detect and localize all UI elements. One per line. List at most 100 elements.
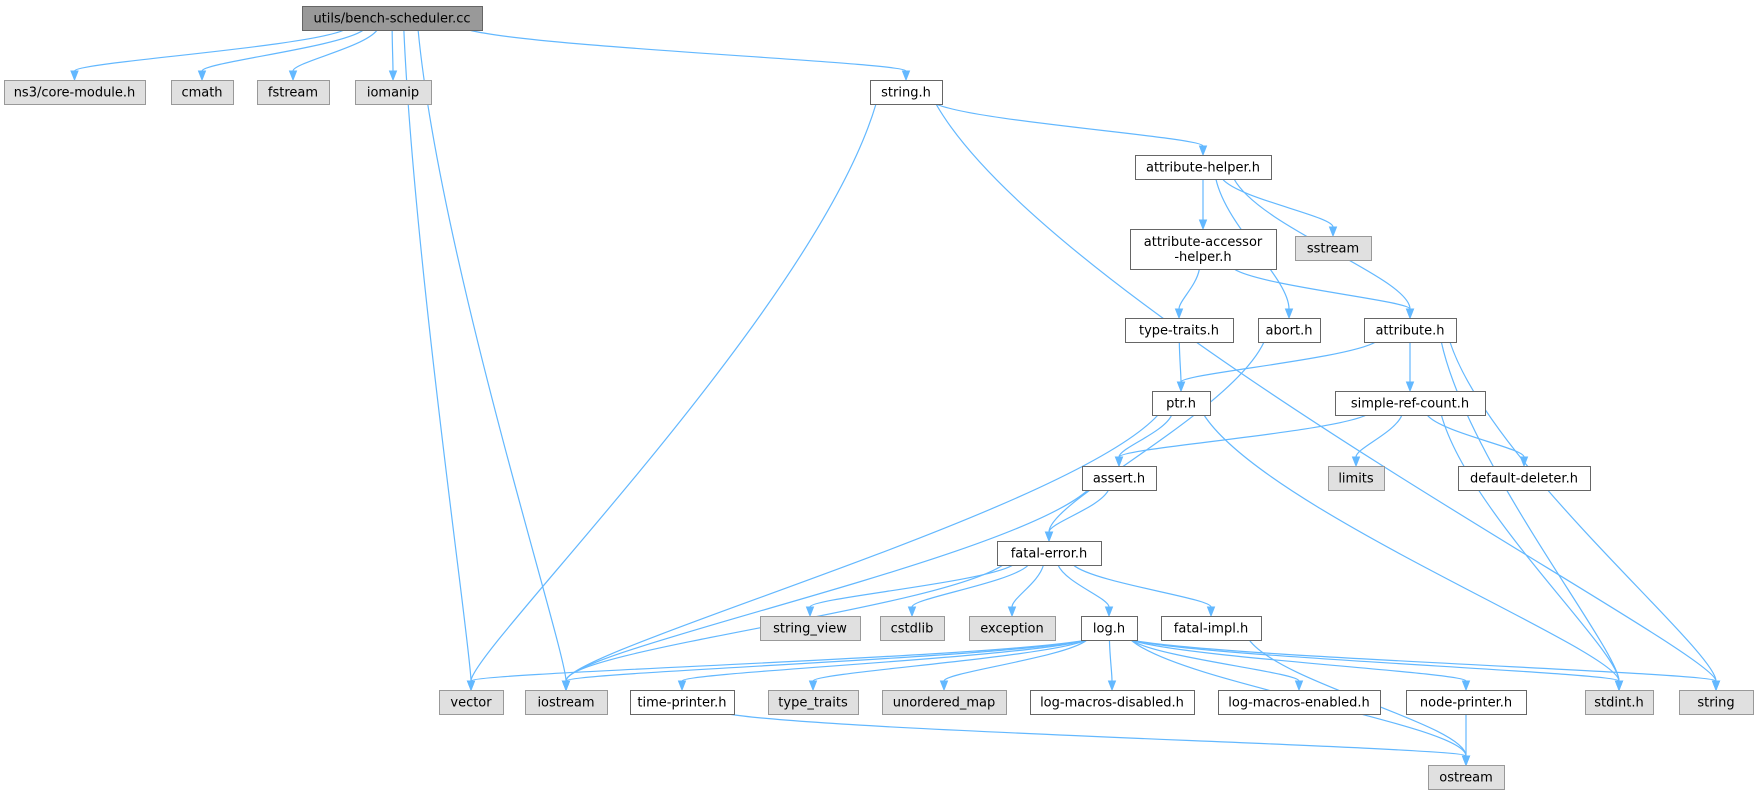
edge-line [565,639,1088,682]
edge-arrowhead [388,70,398,82]
edge-arrowhead [70,70,79,82]
edge-log-to-stdint [1130,639,1624,692]
node-stringh[interactable]: string.h [870,80,943,105]
node-label: simple-ref-count.h [1351,397,1469,412]
node-label: iomanip [367,86,419,101]
node-accessor[interactable]: attribute-accessor-helper.h [1130,229,1277,270]
node-box [1258,318,1321,343]
edge-bench-to-vector [403,29,476,692]
edge-arrowhead [939,680,949,692]
edge-log-to-vector [466,639,1088,692]
edge-line [1048,341,1265,533]
node-box [880,616,945,641]
edge-bench-to-iostream [417,29,571,692]
edge-nodeprinter-to-ostream [1461,713,1471,767]
edge-line [727,713,1467,757]
edge-arrowhead [1114,456,1124,468]
edge-line [1203,414,1620,682]
edge-line [391,29,394,72]
edge-line [1118,414,1173,458]
edge-arrowhead [1174,308,1184,320]
edge-arrowhead [1198,145,1208,157]
node-box [768,690,859,715]
node-box [439,690,504,715]
node-label: stdint.h [1594,696,1643,711]
node-box [1218,690,1381,715]
node-stdint: stdint.h [1585,690,1654,715]
edge-line [468,29,907,72]
node-label: cstdlib [891,622,934,637]
edge-line [1048,489,1110,533]
node-box [1030,690,1195,715]
node-label: exception [980,622,1044,637]
edge-line [1355,414,1403,458]
node-ptr[interactable]: ptr.h [1152,391,1211,416]
node-nodeprinter[interactable]: node-printer.h [1406,690,1527,715]
edge-line [681,639,1088,682]
edge-line [403,29,472,682]
node-sstream: sstream [1295,236,1372,261]
node-label: ptr.h [1166,397,1196,412]
graph-nodes: utils/bench-scheduler.ccns3/core-module.… [4,6,1754,790]
node-fatalerror[interactable]: fatal-error.h [997,541,1102,566]
node-assert[interactable]: assert.h [1082,466,1157,491]
node-iostream: iostream [525,690,608,715]
node-box [1335,391,1486,416]
node-label: time-printer.h [637,696,726,711]
node-box [1679,690,1754,715]
edge-log-to-timeprinter [677,639,1088,692]
edge-arrowhead [288,70,298,82]
edge-line [935,103,1717,682]
node-bench[interactable]: utils/bench-scheduler.cc [302,6,483,31]
node-box [302,6,483,31]
edge-stringh-to-attrhelper [935,103,1208,157]
edge-line [812,639,1088,682]
node-cmath: cmath [171,80,234,105]
edge-arrowhead [1405,308,1415,320]
edge-attribute-to-ptr [1176,341,1376,393]
edge-arrowhead [1176,381,1186,393]
edge-log-to-logdisabled [1107,639,1117,692]
edge-arrowhead [1104,606,1114,618]
edge-arrowhead [197,70,207,82]
node-label: utils/bench-scheduler.cc [313,12,470,27]
edge-arrowhead [1519,456,1529,468]
node-attribute[interactable]: attribute.h [1364,318,1457,343]
edge-arrowhead [1461,680,1471,692]
edge-accessor-to-typetraitsh [1174,268,1200,320]
edge-line [1057,564,1110,608]
node-box [1152,391,1211,416]
edge-bench-to-fstream [288,29,378,82]
node-logdisabled[interactable]: log-macros-disabled.h [1030,690,1195,715]
node-srefcount[interactable]: simple-ref-count.h [1335,391,1486,416]
edge-srefcount-to-deleter [1426,414,1529,468]
edge-srefcount-to-stdint [1440,414,1624,692]
node-box [1406,690,1527,715]
edge-line [1426,414,1525,458]
node-abort[interactable]: abort.h [1258,318,1321,343]
node-box [969,616,1056,641]
edge-srefcount-to-assert [1114,414,1367,468]
node-typetraitsh[interactable]: type-traits.h [1125,318,1234,343]
edge-arrowhead [466,680,476,692]
edge-fatalerror-to-fatalimpl [1072,564,1216,618]
node-label: log-macros-disabled.h [1040,696,1184,711]
edge-line [292,29,378,72]
edge-line [565,564,1004,682]
edge-line [1118,414,1367,458]
node-label: cmath [181,86,222,101]
edge-arrowhead [907,606,917,618]
node-deleter[interactable]: default-deleter.h [1458,466,1591,491]
node-log[interactable]: log.h [1081,616,1138,641]
node-label: abort.h [1266,324,1313,339]
node-box [1082,466,1157,491]
node-attrhelper[interactable]: attribute-helper.h [1135,155,1272,180]
edge-line [565,414,1159,682]
edge-line [1222,178,1334,228]
node-box [997,541,1102,566]
node-logenabled[interactable]: log-macros-enabled.h [1218,690,1381,715]
node-timeprinter[interactable]: time-printer.h [630,690,735,715]
edge-arrowhead [805,606,815,618]
node-label: string.h [881,86,931,101]
node-fatalimpl[interactable]: fatal-impl.h [1161,616,1262,641]
